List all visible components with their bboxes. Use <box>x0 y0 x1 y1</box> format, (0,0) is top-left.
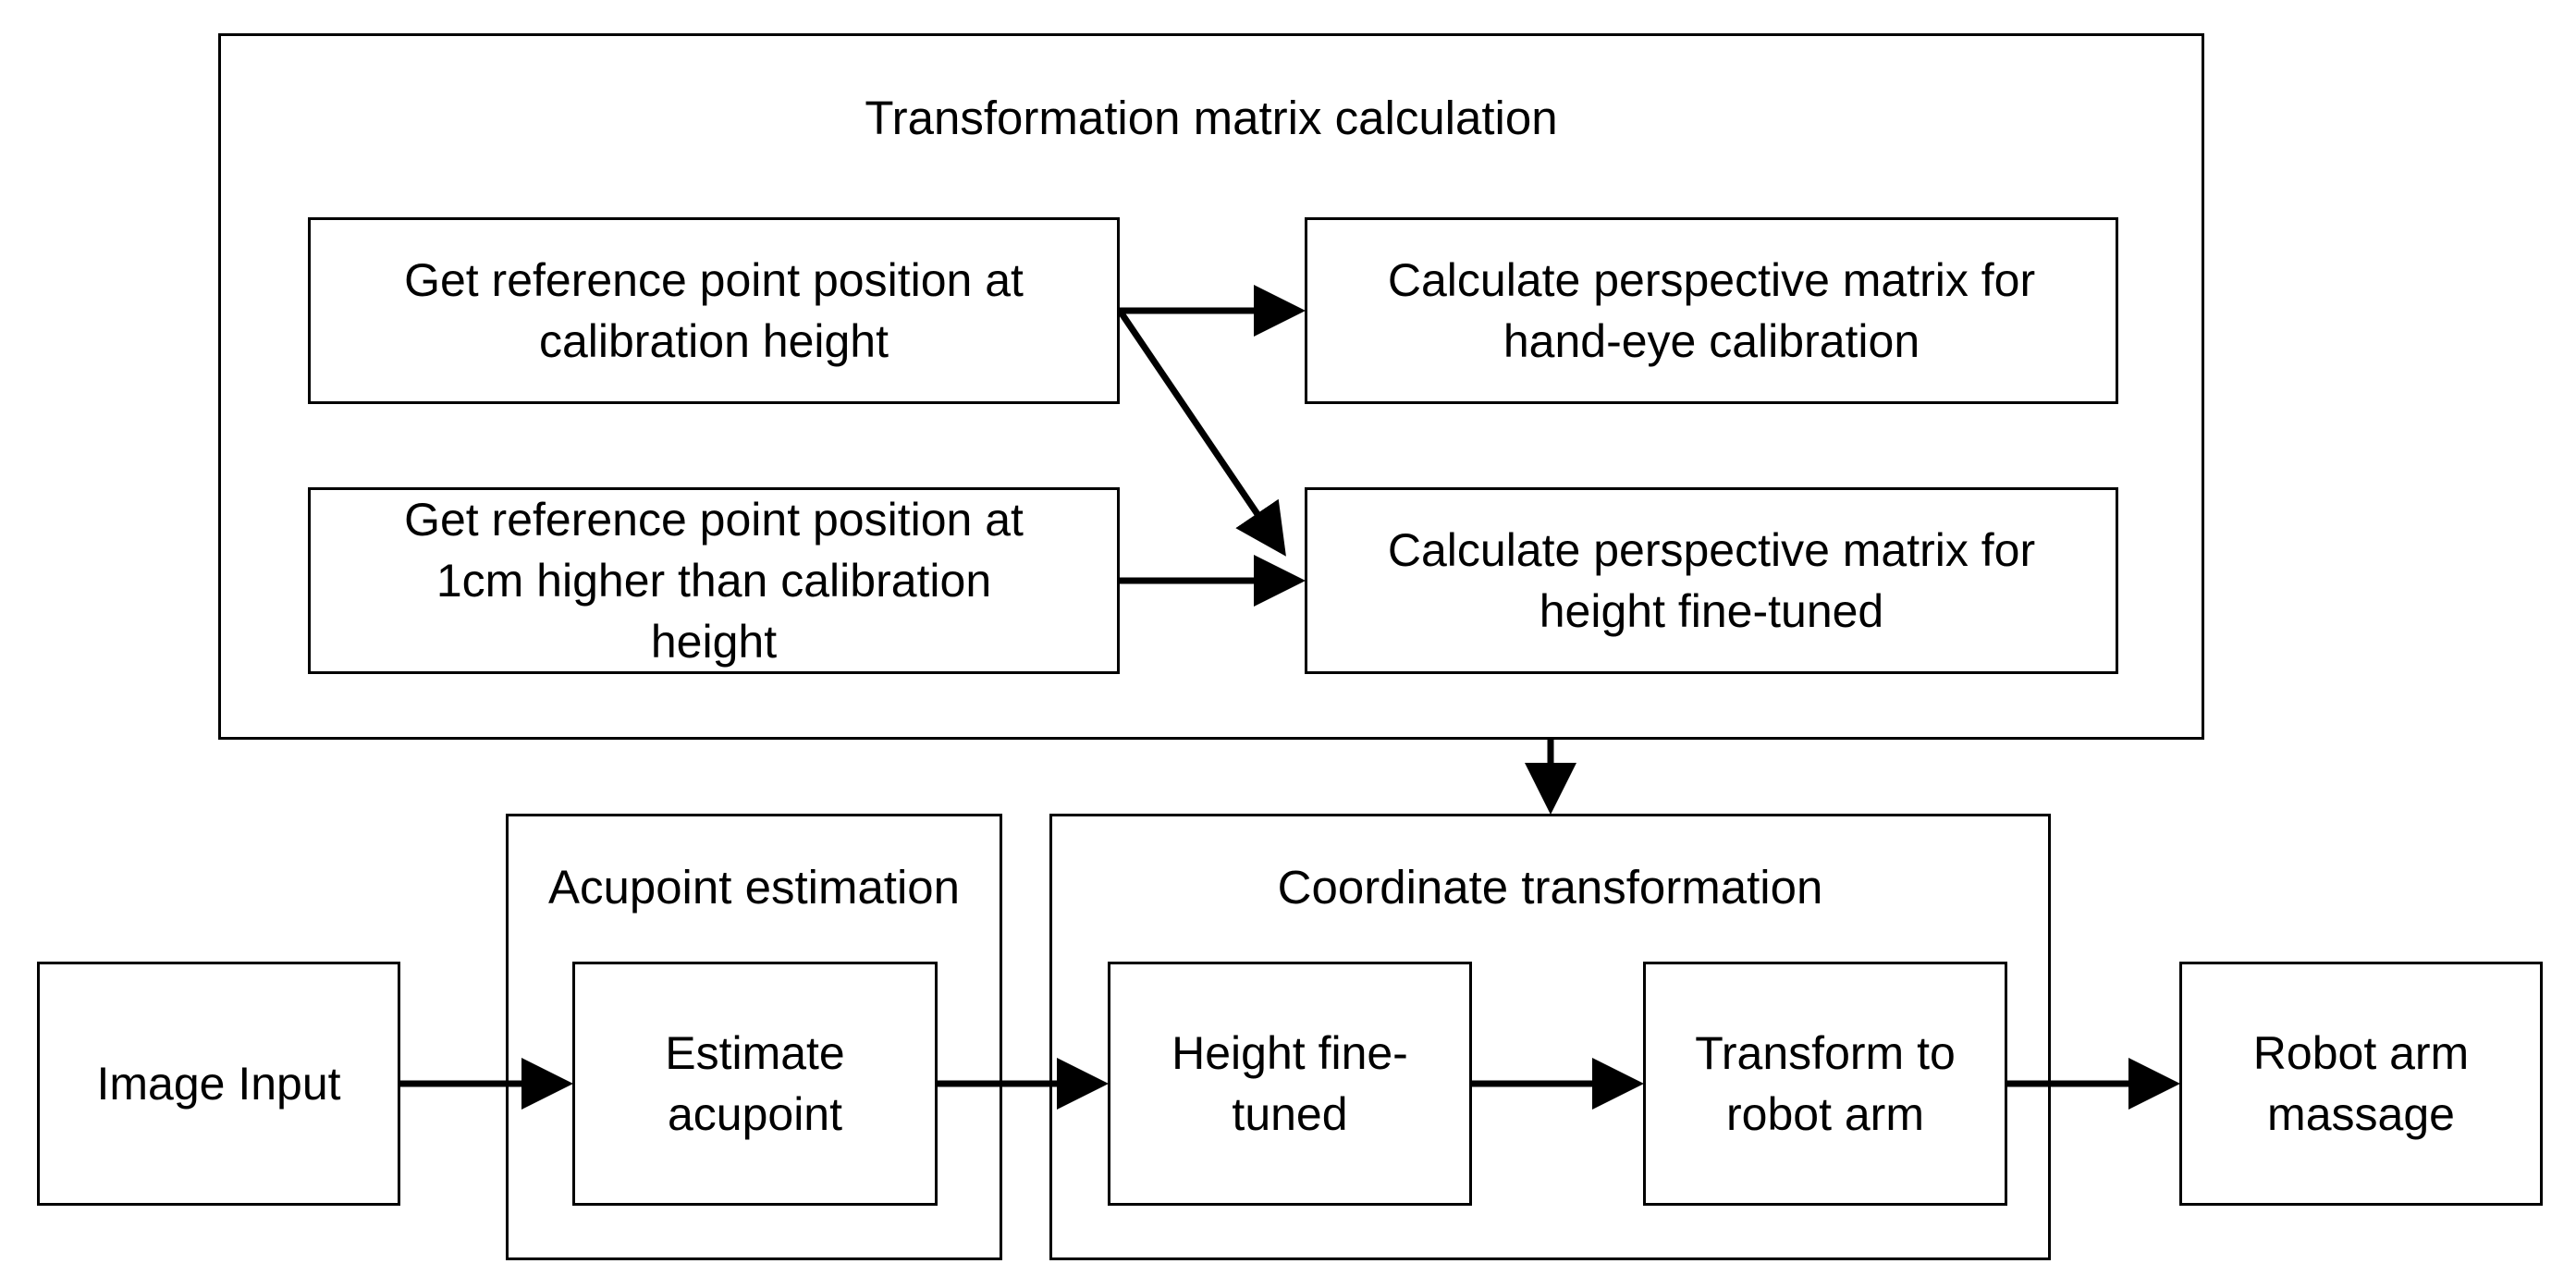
robot-arm-massage-box: Robot arm massage <box>2179 962 2543 1206</box>
node-line: acupoint <box>667 1088 843 1140</box>
arrow-calib-to-height-matrix <box>1117 309 1286 557</box>
acupoint-estimation-title: Acupoint estimation <box>547 861 961 914</box>
perspective-matrix-height-box: Calculate perspective matrix for height … <box>1305 487 2118 674</box>
transform-to-robot-arm-box: Transform to robot arm <box>1643 962 2007 1206</box>
coordinate-transformation-title: Coordinate transformation <box>1277 861 1823 914</box>
perspective-matrix-hand-eye-box: Calculate perspective matrix for hand-ey… <box>1305 217 2118 404</box>
acupoint-estimation-group <box>506 814 1002 1260</box>
node-line: Robot arm <box>2252 1027 2470 1079</box>
node-line: robot arm <box>1726 1088 1924 1140</box>
transformation-matrix-title: Transformation matrix calculation <box>865 92 1558 144</box>
node-line: Get reference point position at <box>404 494 1024 546</box>
node-line: tuned <box>1232 1088 1348 1140</box>
node-line: Calculate perspective matrix for <box>1387 524 2036 576</box>
height-fine-tuned-box: Height fine- tuned <box>1108 962 1472 1206</box>
node-line: height <box>650 616 778 668</box>
node-line: calibration height <box>538 315 889 367</box>
node-line: Estimate <box>665 1027 845 1079</box>
node-line: Get reference point position at <box>404 254 1024 306</box>
node-line: hand-eye calibration <box>1503 315 1920 367</box>
coordinate-transformation-group <box>1049 814 2051 1260</box>
node-line: massage <box>2267 1088 2455 1140</box>
node-line: Height fine- <box>1171 1027 1408 1079</box>
node-line: Calculate perspective matrix for <box>1387 254 2036 306</box>
node-line: 1cm higher than calibration <box>435 555 992 607</box>
node-line: Transform to <box>1695 1027 1956 1079</box>
estimate-acupoint-box: Estimate acupoint <box>572 962 938 1206</box>
transformation-matrix-group <box>218 33 2204 740</box>
image-input-box: Image Input <box>37 962 400 1206</box>
node-line: Image Input <box>96 1058 341 1110</box>
ref-point-1cm-higher-box: Get reference point position at 1cm high… <box>308 487 1120 674</box>
node-line: height fine-tuned <box>1539 585 1884 637</box>
ref-point-calibration-height-box: Get reference point position at calibrat… <box>308 217 1120 404</box>
